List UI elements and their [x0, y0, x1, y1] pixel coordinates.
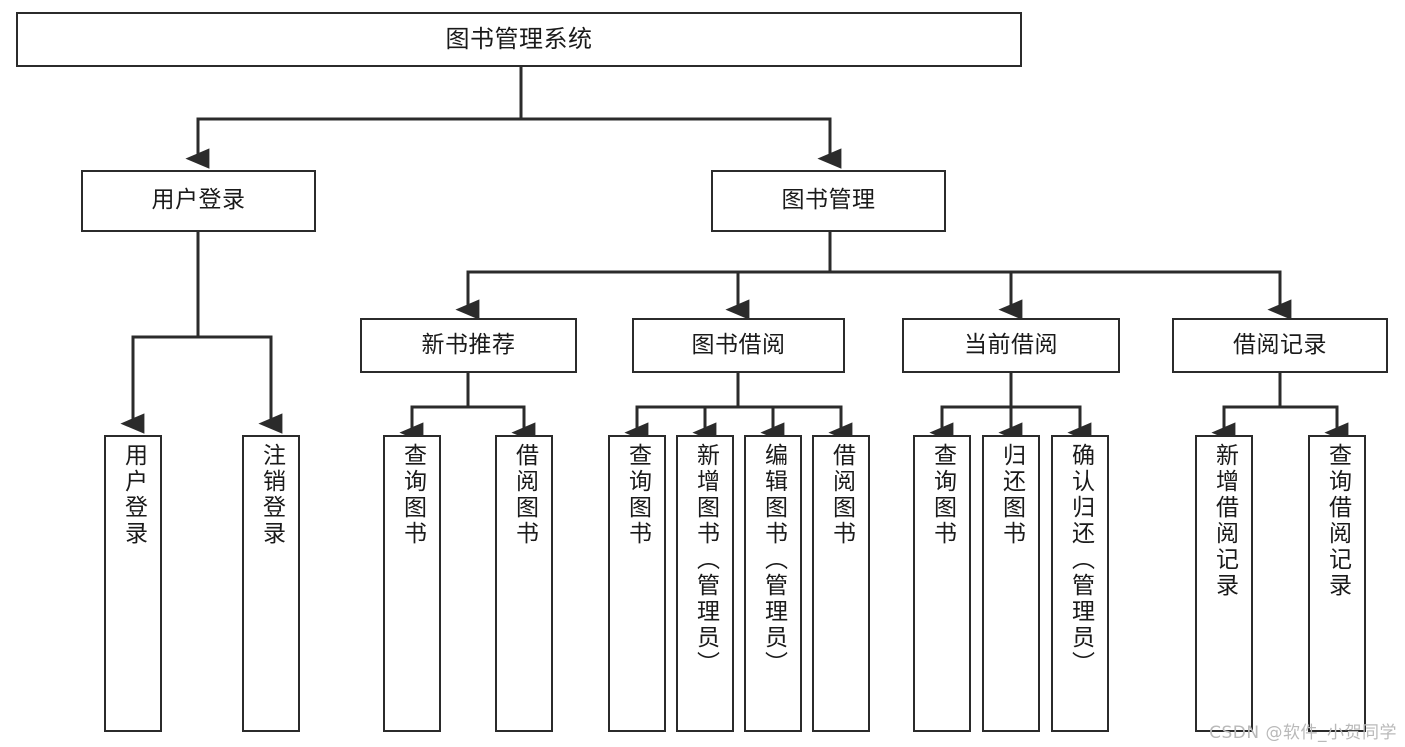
- node-book-management[interactable]: 图书管理: [711, 170, 946, 232]
- leaf-add-borrow-record[interactable]: 新增借阅记录: [1195, 435, 1253, 732]
- node-label: 借阅图书: [828, 443, 855, 547]
- node-current-borrow[interactable]: 当前借阅: [902, 318, 1120, 373]
- leaf-return-book[interactable]: 归还图书: [982, 435, 1040, 732]
- leaf-query-borrow-record[interactable]: 查询借阅记录: [1308, 435, 1366, 732]
- leaf-borrow-book[interactable]: 借阅图书: [812, 435, 870, 732]
- leaf-query-book-recommend[interactable]: 查询图书: [383, 435, 441, 732]
- node-label: 查询图书: [929, 443, 956, 547]
- node-label: 图书管理系统: [445, 25, 593, 54]
- node-label: 新增图书（管理员）: [692, 443, 719, 677]
- node-label: 用户登录: [120, 443, 147, 547]
- node-label: 编辑图书（管理员）: [760, 443, 787, 677]
- node-label: 借阅图书: [511, 443, 538, 547]
- leaf-query-book-current[interactable]: 查询图书: [913, 435, 971, 732]
- leaf-edit-book-admin[interactable]: 编辑图书（管理员）: [744, 435, 802, 732]
- leaf-borrow-book-recommend[interactable]: 借阅图书: [495, 435, 553, 732]
- node-label: 注销登录: [258, 443, 285, 547]
- node-label: 查询图书: [399, 443, 426, 547]
- node-label: 图书借阅: [691, 331, 786, 358]
- node-new-book-recommend[interactable]: 新书推荐: [360, 318, 577, 373]
- leaf-add-book-admin[interactable]: 新增图书（管理员）: [676, 435, 734, 732]
- node-label: 当前借阅: [964, 331, 1058, 358]
- node-label: 借阅记录: [1233, 331, 1327, 358]
- leaf-query-book-borrow[interactable]: 查询图书: [608, 435, 666, 732]
- node-borrow-record[interactable]: 借阅记录: [1172, 318, 1388, 373]
- node-label: 新书推荐: [421, 331, 516, 358]
- leaf-logout-login[interactable]: 注销登录: [242, 435, 300, 732]
- csdn-watermark: CSDN @软件_小贺同学: [1209, 723, 1397, 743]
- node-label: 查询借阅记录: [1324, 443, 1351, 599]
- node-label: 归还图书: [998, 443, 1025, 547]
- node-label: 查询图书: [624, 443, 651, 547]
- node-book-borrow[interactable]: 图书借阅: [632, 318, 845, 373]
- node-label: 图书管理: [781, 187, 876, 214]
- node-label: 新增借阅记录: [1211, 443, 1238, 599]
- node-label: 用户登录: [151, 187, 246, 214]
- node-label: 确认归还（管理员）: [1067, 443, 1094, 677]
- node-book-management-system[interactable]: 图书管理系统: [16, 12, 1022, 67]
- node-user-login[interactable]: 用户登录: [81, 170, 316, 232]
- leaf-user-login[interactable]: 用户登录: [104, 435, 162, 732]
- leaf-confirm-return-admin[interactable]: 确认归还（管理员）: [1051, 435, 1109, 732]
